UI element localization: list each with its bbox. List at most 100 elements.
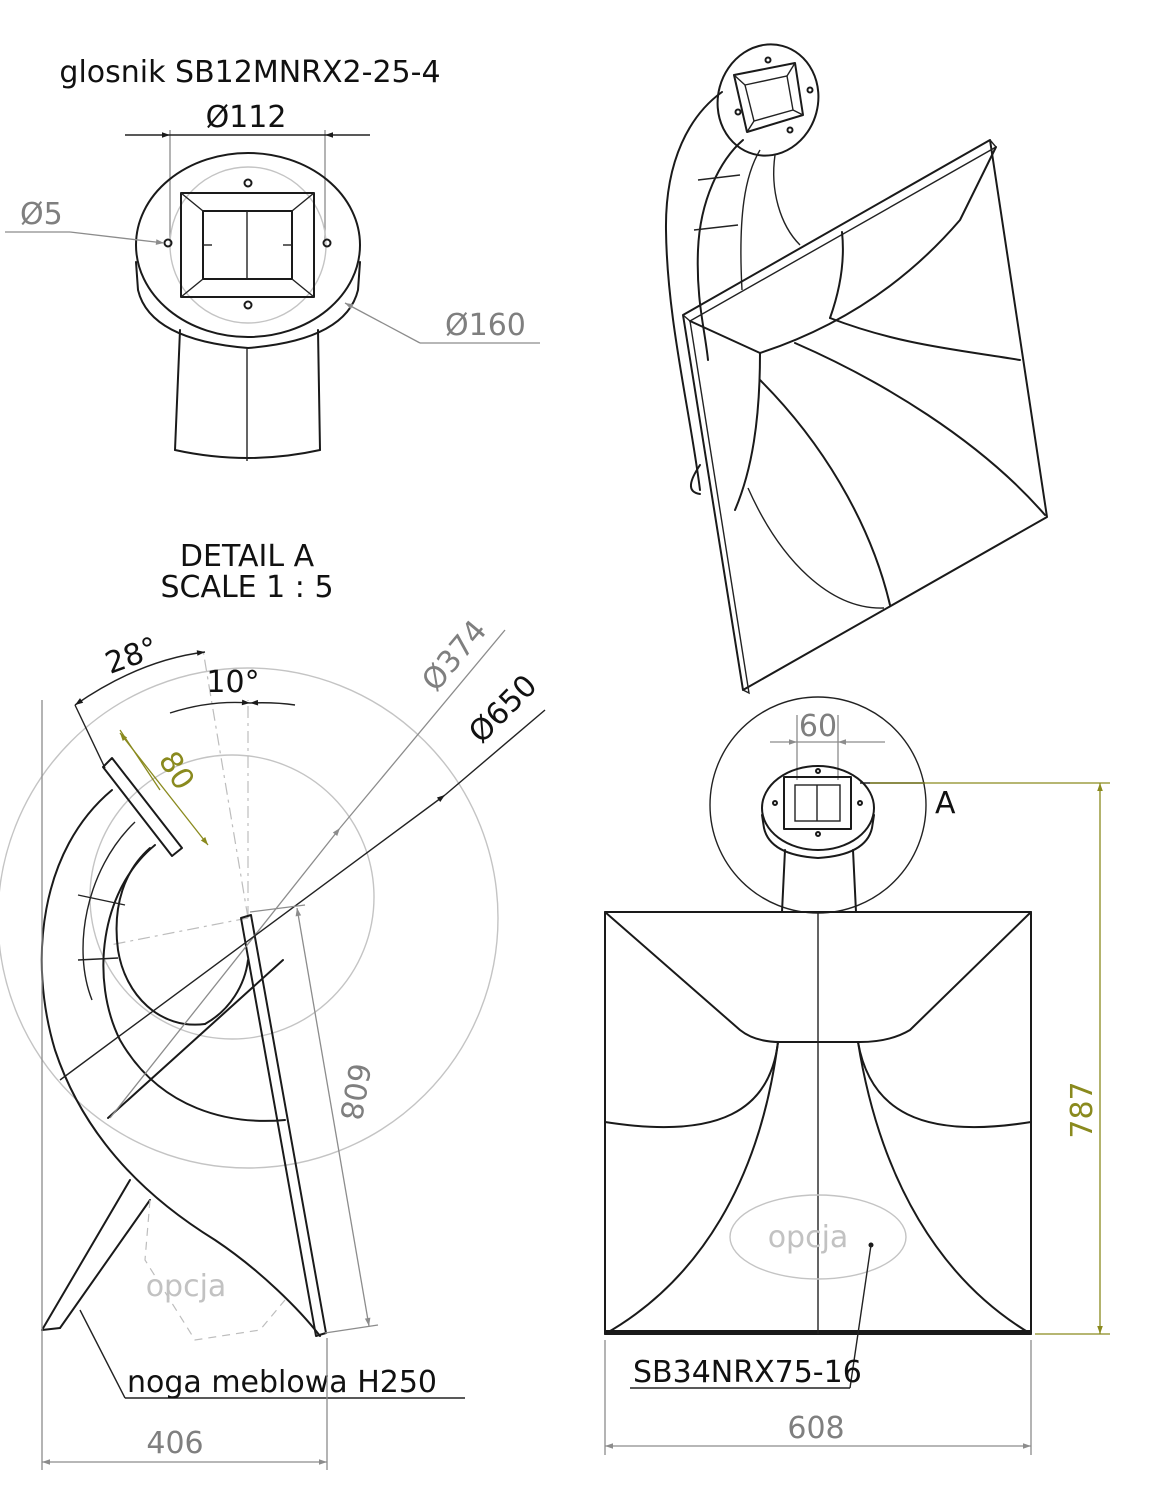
- front-throat-outer: [783, 776, 852, 830]
- front-bolt-top: [815, 768, 821, 774]
- throat-flange-rim: [135, 261, 361, 349]
- circle-650: [0, 667, 499, 1169]
- iso-mouth-board-edge-side: [689, 320, 750, 695]
- dim-160-leader: [344, 302, 421, 344]
- iso-bolt-3: [786, 126, 794, 134]
- horn-throat-curve: [115, 847, 206, 1026]
- throat-neck: [174, 329, 321, 451]
- throat-bevel-1: [180, 192, 204, 212]
- iso-throat-bevel-1: [733, 74, 746, 86]
- dim-80-ext: [119, 729, 161, 791]
- isometric-view: [664, 43, 1048, 695]
- dim-80-line: [119, 732, 209, 846]
- horn-mid-curve: [82, 821, 136, 1001]
- front-upper-flare: [604, 911, 1032, 1043]
- horn-label-leader: [849, 1244, 872, 1389]
- dim-160-text: Ø160: [445, 308, 526, 343]
- front-flange-rim: [761, 814, 875, 859]
- bolt-hole-right: [322, 238, 332, 248]
- iso-horn-inner-3: [773, 154, 801, 246]
- iso-horn-ribs: [693, 174, 741, 231]
- front-flare-left-lower: [604, 1041, 779, 1335]
- dim-5-leader: [69, 231, 165, 245]
- leg: [41, 1179, 151, 1331]
- throat-flange: [135, 152, 361, 338]
- dim-374-line-b: [339, 629, 506, 829]
- leg-leader: [79, 1309, 126, 1399]
- option-dashed: [144, 1199, 286, 1341]
- horn-outer-curve: [40, 789, 321, 1337]
- centerline-28: [202, 649, 249, 919]
- throat-outer-square: [180, 192, 315, 298]
- bolt-circle: [169, 166, 327, 324]
- iso-flange: [716, 43, 820, 157]
- iso-throat-outer: [733, 62, 804, 133]
- dim-608-ext-bottom: [324, 1324, 379, 1334]
- horn-rib-diag: [107, 959, 284, 1119]
- front-flare-left-upper: [604, 1041, 779, 1129]
- iso-bolt-2: [806, 86, 814, 94]
- front-bolt-right: [857, 800, 863, 806]
- bolt-hole-top: [243, 178, 253, 188]
- iso-horn-inner-1: [696, 139, 744, 361]
- dim-650-text: Ø650: [462, 668, 544, 750]
- dim-374-line-a: [109, 827, 341, 1119]
- dim-787-text: 787: [1065, 1081, 1100, 1138]
- dim-608-ext-top: [249, 904, 306, 913]
- front-view: A 60 opcja SB34NRX75-16: [604, 696, 1110, 1455]
- dim-60-text: 60: [799, 709, 837, 744]
- dim-5-text: Ø5: [20, 197, 63, 232]
- iso-flare-diag-3: [747, 487, 885, 609]
- horn-label-text: SB34NRX75-16: [633, 1355, 862, 1390]
- throat-bevel-3: [180, 278, 204, 298]
- iso-bolt-1: [764, 56, 772, 64]
- dim-112-text: Ø112: [206, 100, 287, 135]
- iso-mouth-board-edge-top: [682, 139, 998, 322]
- arc-10-right: [249, 699, 296, 706]
- throat-neck-bottom: [174, 449, 321, 459]
- dim-608-line: [295, 907, 371, 1327]
- iso-flare-diag-1: [759, 379, 891, 606]
- horn-throat-curve-2: [204, 959, 249, 1025]
- ext-28: [74, 704, 106, 769]
- front-bolt-bottom: [815, 831, 821, 837]
- front-neck: [781, 849, 857, 913]
- dim-608-side-text: 608: [332, 1060, 376, 1122]
- iso-flare-diag-2: [794, 342, 1046, 516]
- iso-flare-right: [829, 317, 1021, 361]
- leg-foot: [41, 1327, 61, 1331]
- detail-title-2: SCALE 1 : 5: [160, 570, 333, 605]
- horn-rib-2: [77, 957, 119, 961]
- detail-a-marker: A: [935, 786, 956, 821]
- arc-28: [74, 650, 206, 706]
- front-bolt-left: [772, 800, 778, 806]
- centerline-horizontal: [109, 917, 249, 946]
- iso-bolt-4: [734, 108, 742, 116]
- angle-28-text: 28°: [101, 631, 163, 682]
- circle-374: [89, 754, 375, 1040]
- dim-374-text: Ø374: [415, 614, 494, 698]
- throat-title: glosnik SB12MNRX2-25-4: [59, 55, 440, 90]
- iso-throat-bevel-2: [786, 62, 796, 77]
- bolt-hole-left: [163, 238, 173, 248]
- dim-650-line-a: [59, 794, 446, 1081]
- detail-side-view: DETAIL A SCALE 1 : 5 28° 10° opc: [0, 539, 546, 1470]
- iso-throat-bevel-4: [746, 120, 755, 133]
- iso-horn-inner-2: [740, 149, 761, 291]
- throat-bevel-4: [291, 278, 315, 298]
- iso-mouth-upper-flare: [689, 146, 997, 354]
- horn-inner-curve: [102, 844, 286, 1122]
- front-flare-right-lower: [857, 1041, 1032, 1335]
- iso-horn-back: [664, 91, 723, 491]
- detail-title-1: DETAIL A: [180, 539, 315, 574]
- dim-406-text: 406: [146, 1426, 203, 1461]
- iso-throat-inner: [744, 75, 794, 122]
- detail-mouth-board: [240, 914, 327, 1337]
- angle-10-text: 10°: [206, 665, 259, 700]
- arc-10-left: [169, 699, 251, 714]
- option-ellipse: [729, 1194, 907, 1280]
- leg-label-text: noga meblowa H250: [127, 1365, 437, 1400]
- throat-bevel-2: [291, 192, 315, 212]
- iso-mouth-board: [682, 139, 1048, 691]
